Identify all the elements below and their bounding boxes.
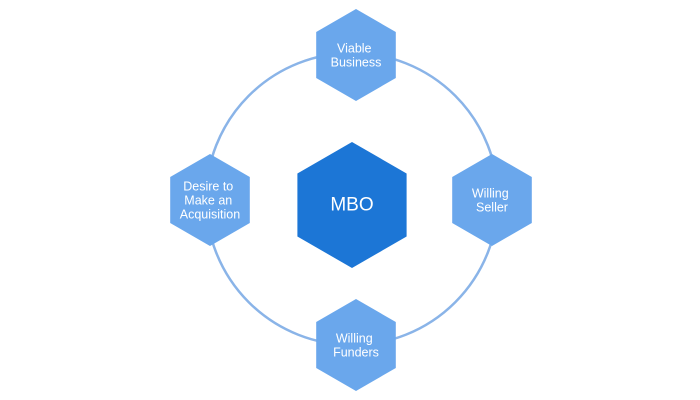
center-label: MBO	[330, 195, 373, 216]
node-left-line-3: Acquisition	[180, 208, 240, 222]
node-left-line-1: Desire to	[183, 180, 233, 194]
node-right-line-1: Willing	[472, 187, 509, 201]
node-top-line-2: Business	[331, 56, 382, 70]
node-bottom-willing-funders: Willing Funders	[316, 299, 396, 391]
center-hexagon-shape	[297, 142, 407, 268]
node-top-line-1: Viable	[337, 42, 372, 56]
hexagon-right-shape	[452, 154, 532, 246]
node-left-label: Desire to Make an Acquisition	[180, 180, 240, 222]
node-bottom-line-1: Willing	[336, 332, 373, 346]
node-top-viable-business: Viable Business	[316, 9, 396, 101]
node-right-label: Willing Seller	[472, 187, 512, 215]
node-right-willing-seller: Willing Seller	[452, 154, 532, 246]
hexagon-bottom-shape	[316, 299, 396, 391]
node-left-desire-to-make-an-acquisition: Desire to Make an Acquisition	[170, 154, 250, 246]
node-top-label: Viable Business	[331, 42, 382, 70]
center-hexagon-mbo: MBO	[297, 142, 407, 268]
node-right-line-2: Seller	[476, 201, 508, 215]
hexagon-top-shape	[316, 9, 396, 101]
node-left-line-2: Make an	[184, 194, 232, 208]
hexagon-left-shape	[170, 154, 250, 246]
node-bottom-line-2: Funders	[333, 346, 379, 360]
node-bottom-label: Willing Funders	[333, 332, 379, 360]
